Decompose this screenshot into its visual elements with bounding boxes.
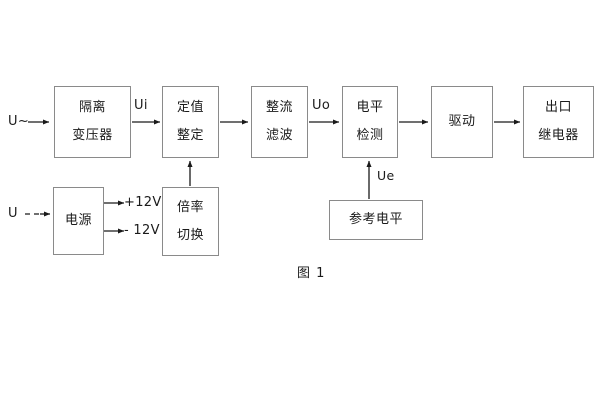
block-line: 隔离 [78,100,106,116]
label-ui: Ui [134,98,148,113]
block-reference-level[interactable]: 参考电平 [329,200,423,240]
label-rail-positive: +12V [124,195,162,210]
block-line: 参考电平 [348,212,403,228]
block-multiplier-switch[interactable]: 倍率 切换 [162,187,219,256]
block-line: 定值 [176,100,204,116]
label-dc-input: U [8,206,18,221]
block-line: 继电器 [538,128,579,143]
block-line: 电源 [64,213,92,229]
block-line: 出口 [544,100,572,116]
block-isolation-transformer[interactable]: 隔离 变压器 [54,86,131,158]
block-power-supply[interactable]: 电源 [53,187,104,255]
block-line: 电平 [356,100,384,116]
block-level-detection[interactable]: 电平 检测 [342,86,398,158]
block-line: 整流 [265,100,293,116]
label-rail-negative: - 12V [124,223,160,238]
block-drive[interactable]: 驱动 [431,86,493,158]
block-line: 倍率 [176,199,204,215]
block-line: 切换 [176,227,204,243]
figure-caption: 图 1 [297,266,326,281]
block-setpoint-setting[interactable]: 定值 整定 [162,86,219,158]
block-line: 变压器 [72,128,113,143]
block-line: 整定 [176,128,204,143]
block-rectify-filter[interactable]: 整流 滤波 [251,86,308,158]
block-output-relay[interactable]: 出口 继电器 [523,86,594,158]
label-ac-input: U~ [8,114,30,129]
label-ue: Ue [377,168,395,183]
label-uo: Uo [312,98,331,113]
block-line: 检测 [356,128,384,143]
block-line: 驱动 [448,114,476,130]
block-line: 滤波 [265,128,293,143]
